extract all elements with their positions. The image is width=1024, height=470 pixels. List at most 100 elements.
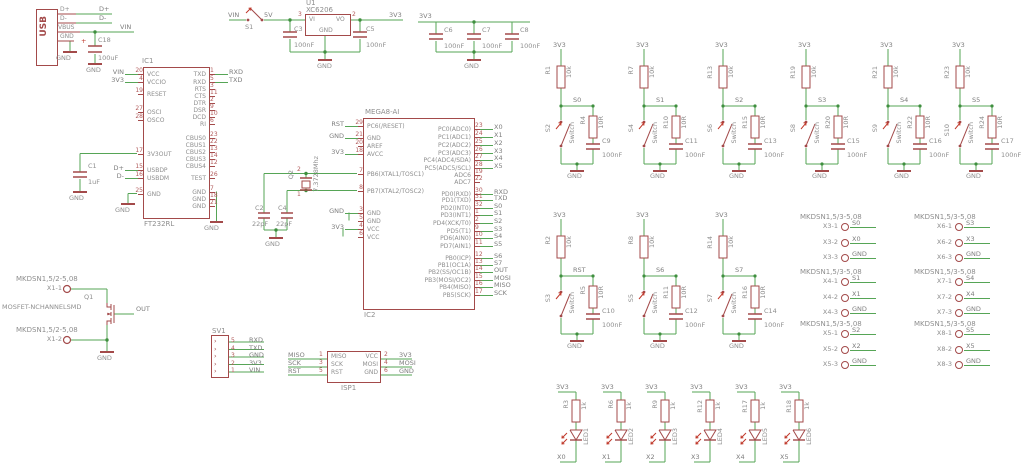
pin-stub xyxy=(474,295,480,296)
pin-number: 22 xyxy=(475,175,483,182)
pin-stub xyxy=(474,208,480,209)
component-name: S1 xyxy=(245,23,254,31)
component-value: 10k xyxy=(964,66,972,79)
component-name: R10 xyxy=(662,116,670,129)
pin-number: 17 xyxy=(135,147,143,154)
component-value: 10R xyxy=(597,116,605,129)
net-label: 3V3 xyxy=(715,211,728,219)
net-label: OUT xyxy=(136,305,150,313)
wire xyxy=(850,364,876,366)
wire xyxy=(345,126,358,127)
net-label: 3V3 xyxy=(389,11,402,19)
pin-name: VCC xyxy=(367,226,380,233)
net-label: X3 xyxy=(691,453,700,461)
net-label: 3V3 xyxy=(715,41,728,49)
pin-stub xyxy=(209,192,215,193)
pin-number: 13 xyxy=(210,145,218,152)
component-value: 10k xyxy=(727,236,735,249)
pin-name: PC2(ADC2) xyxy=(437,142,471,149)
component-value: 7.3728Mhz xyxy=(312,156,320,192)
component-name: C17 xyxy=(1001,137,1014,145)
net-label: X5 xyxy=(494,162,503,170)
gnd-label: GND xyxy=(650,172,665,180)
component-name: S6 xyxy=(706,124,714,133)
component-name: C10 xyxy=(602,307,615,315)
pin-number: 2 xyxy=(384,351,388,358)
usb-connector-body xyxy=(36,9,58,66)
pin-name: TEST xyxy=(191,175,206,182)
net-label: D+ xyxy=(113,164,124,172)
component-value: 10k xyxy=(892,66,900,79)
usb-part-label: USB xyxy=(39,16,49,37)
pin-stub xyxy=(474,287,480,288)
pin-stub xyxy=(474,238,480,239)
connector-title: MKDSN1,5/3-5,08 xyxy=(914,268,976,276)
component-name: R16 xyxy=(741,286,749,299)
wire xyxy=(480,265,493,266)
cell-art xyxy=(603,391,628,463)
component-name: U1 xyxy=(306,0,316,7)
pin-arrow-icon: › xyxy=(214,352,217,360)
sv1-body xyxy=(211,335,229,378)
component-part: FT232RL xyxy=(144,220,175,228)
wire xyxy=(345,138,358,139)
component-name: R8 xyxy=(627,236,635,245)
component-value: 100nF xyxy=(1001,151,1022,159)
terminal-circle-icon xyxy=(841,309,849,317)
gnd-label: GND xyxy=(97,354,112,362)
component-name: C2 xyxy=(255,204,264,212)
pin-stub xyxy=(209,96,215,97)
pin-name: VCC xyxy=(147,71,160,78)
gnd-label: GND xyxy=(69,194,84,202)
wire xyxy=(964,312,990,314)
pin-number: 1 xyxy=(475,208,479,215)
led-cell: 3V3 R9 1k LED3 X2 xyxy=(645,383,687,470)
pin-stub xyxy=(358,213,364,214)
component-value: 1k xyxy=(803,402,811,410)
wire xyxy=(480,238,493,239)
pin-stub xyxy=(209,206,215,207)
net-label: GND xyxy=(249,351,264,359)
pin-name: VO xyxy=(336,16,345,23)
cell-art xyxy=(717,219,762,342)
wire xyxy=(964,242,990,244)
wire xyxy=(480,246,493,247)
cell-art xyxy=(800,49,845,172)
wire xyxy=(345,154,358,155)
pin-name: PD2(INT0) xyxy=(440,205,471,212)
net-label: SCK xyxy=(494,289,507,297)
connector-pin: X4-1 xyxy=(822,277,838,285)
pin-number: 26 xyxy=(210,171,218,178)
pin-number: 10 xyxy=(210,110,218,117)
pin-name: DTR xyxy=(193,100,206,107)
pin-number: 14 xyxy=(475,265,483,272)
wire xyxy=(850,226,876,228)
wire xyxy=(480,168,493,169)
pin-row: D+15 xyxy=(64,163,144,174)
pin-row: 2 xyxy=(209,96,289,107)
pin-stub xyxy=(209,124,215,125)
component-name: R22 xyxy=(906,116,914,129)
component-value: Switch xyxy=(895,122,903,144)
component-name: S10 xyxy=(943,124,951,137)
pin-stub xyxy=(209,159,215,160)
pin-name: GND xyxy=(367,210,381,217)
component-name: R24 xyxy=(978,116,986,129)
component-name: S4 xyxy=(627,124,635,133)
pin-number: 20 xyxy=(135,67,143,74)
pin-number: 1 xyxy=(210,67,214,74)
pin-row: 14 xyxy=(209,152,289,163)
component-value: 10R xyxy=(996,116,1004,129)
pin-stub xyxy=(138,194,144,195)
component-value: Switch xyxy=(651,122,659,144)
pin-stub xyxy=(209,117,215,118)
net-label: MISO xyxy=(494,281,511,289)
component-name: C16 xyxy=(929,137,942,145)
pin-number: 26 xyxy=(475,146,483,153)
